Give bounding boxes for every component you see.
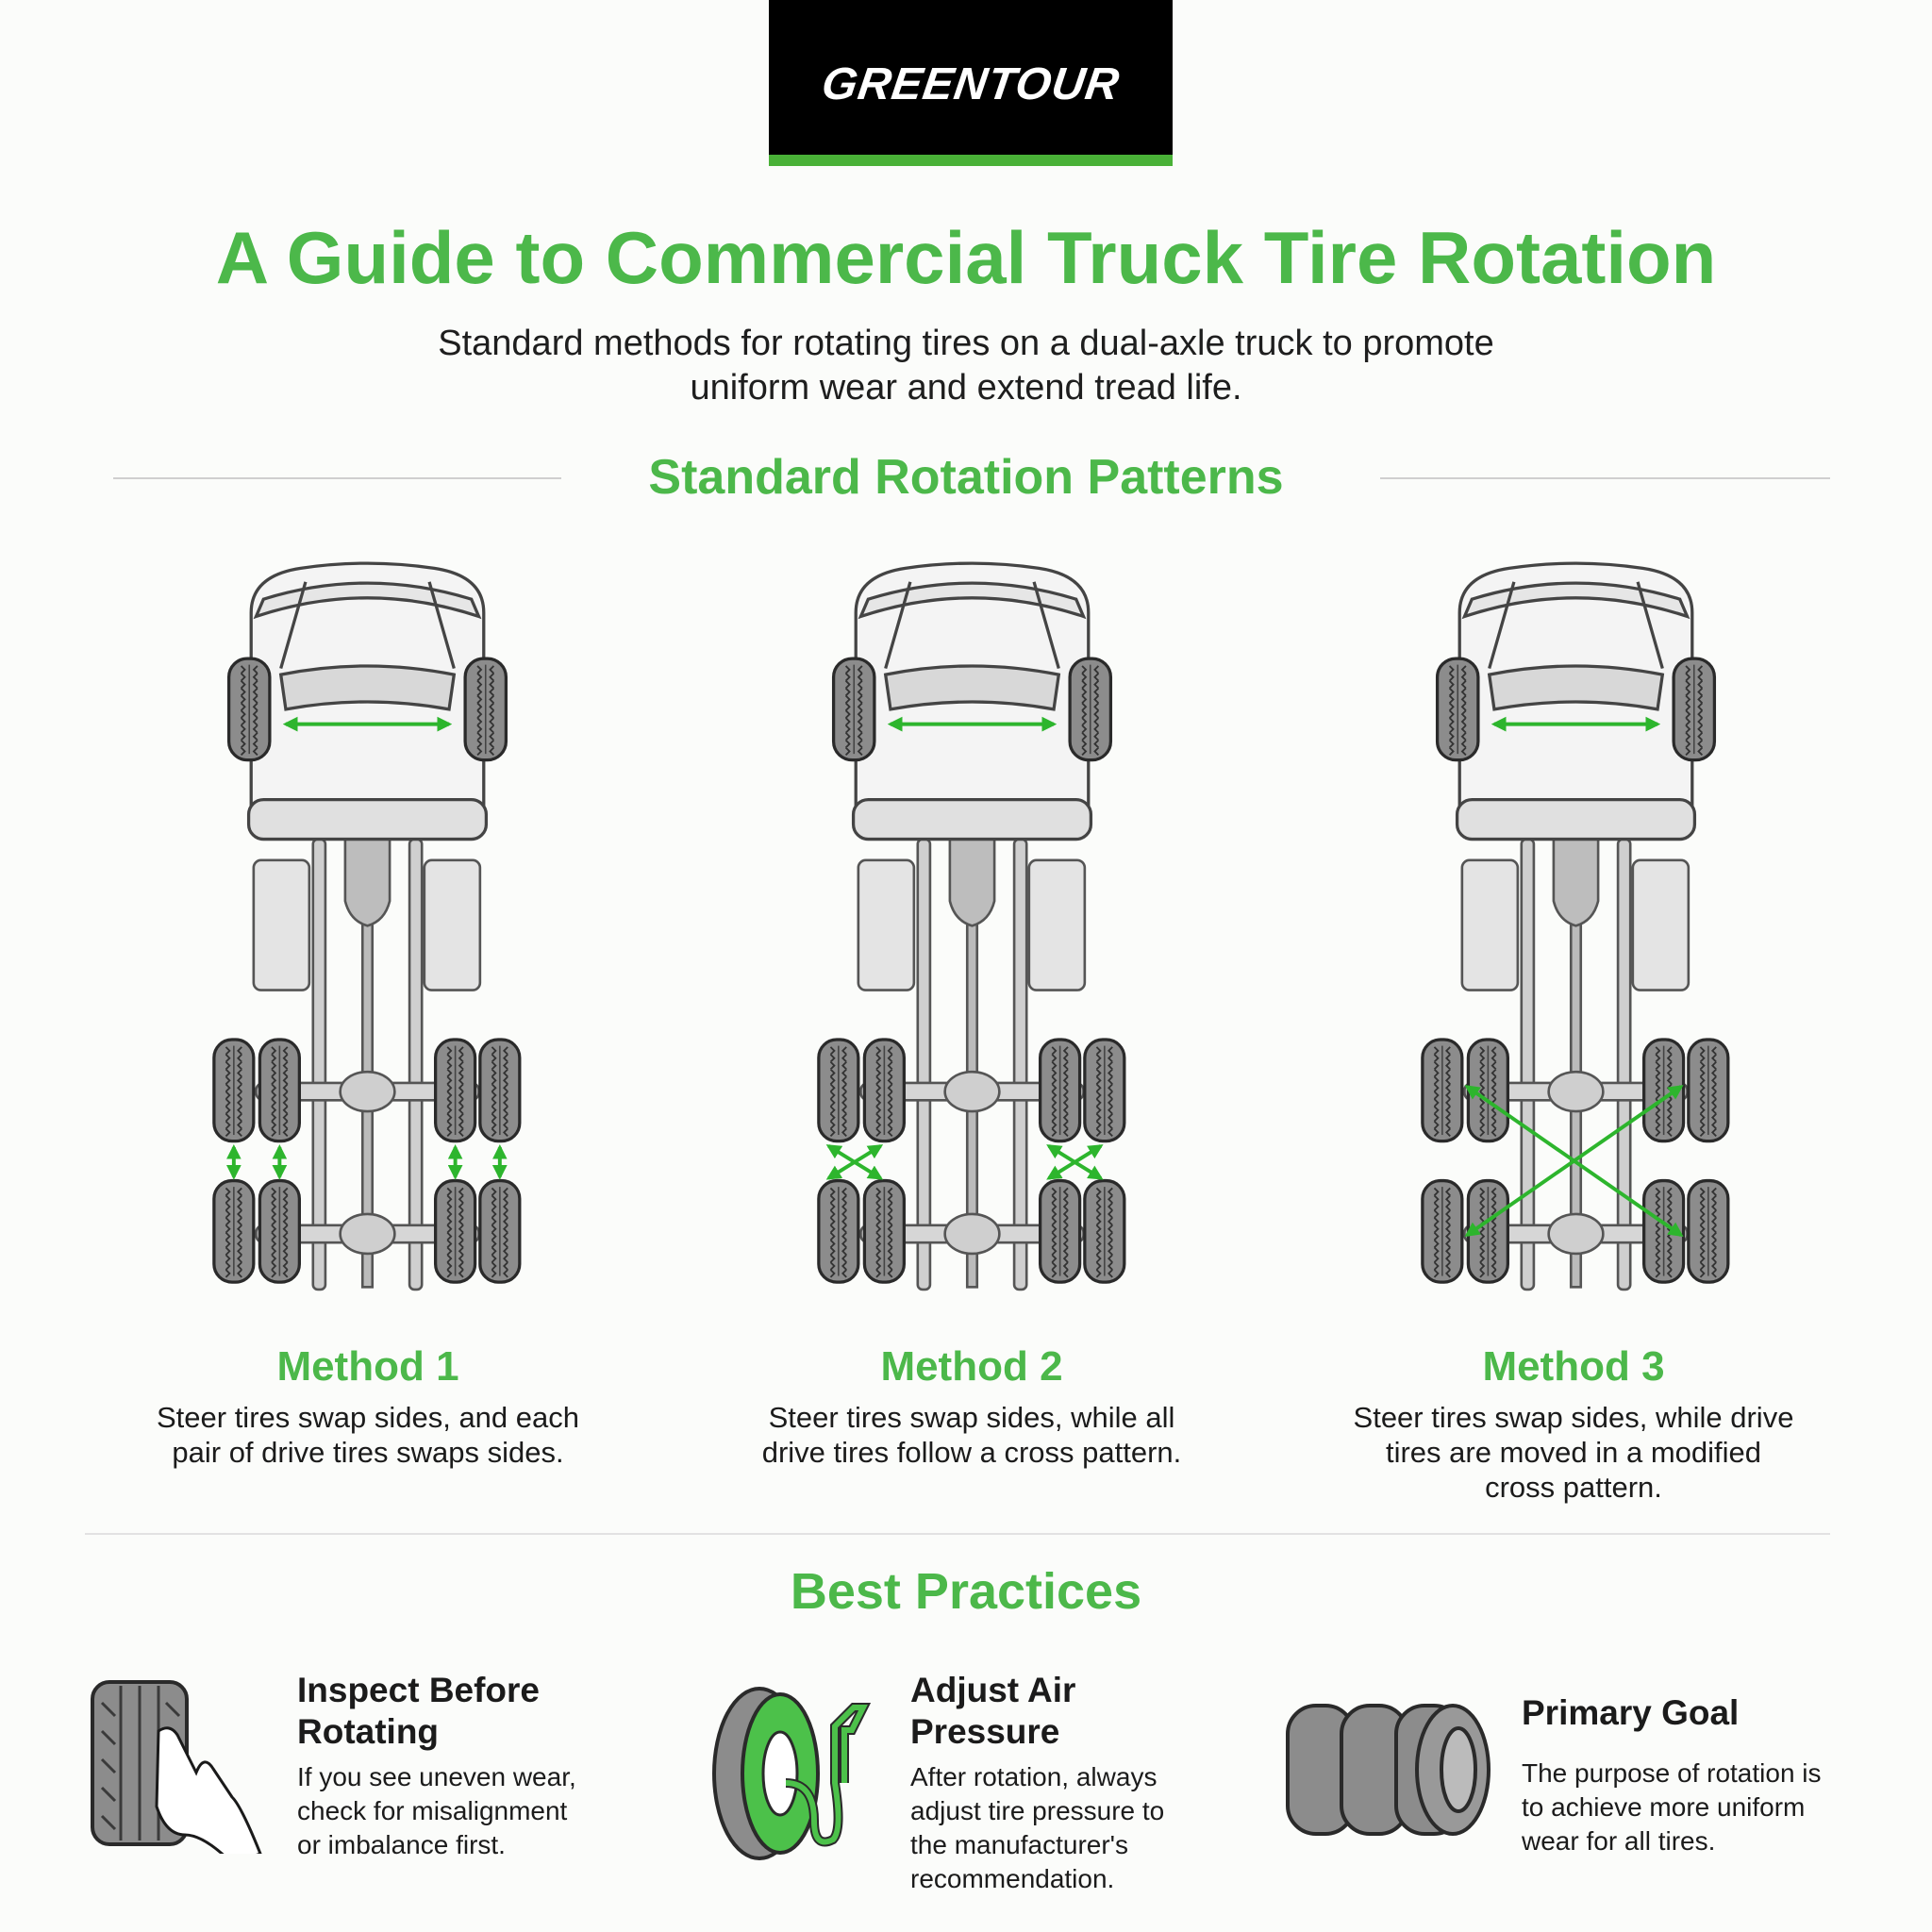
tire xyxy=(212,1038,256,1143)
method-2-title: Method 2 xyxy=(880,1343,1063,1390)
rotation-arrow xyxy=(825,1144,884,1180)
desc-line: Steer tires swap sides, while drive xyxy=(1353,1401,1794,1434)
desc-line: pair of drive tires swaps sides. xyxy=(172,1436,564,1469)
truck-chassis xyxy=(252,838,482,1291)
divider-right xyxy=(1380,477,1830,479)
tire xyxy=(1083,1038,1126,1143)
brand-logo: GREENTOUR xyxy=(769,0,1173,166)
tire xyxy=(831,657,876,762)
rotation-arrow xyxy=(1464,1085,1684,1238)
tire-air-gauge-icon xyxy=(712,1687,872,1860)
page-title: A Guide to Commercial Truck Tire Rotatio… xyxy=(215,216,1717,299)
logo-green-bar xyxy=(769,155,1173,166)
tire xyxy=(1687,1178,1730,1284)
tire xyxy=(1038,1038,1082,1143)
tire xyxy=(478,1178,522,1284)
section-heading-best-practices: Best Practices xyxy=(790,1563,1142,1620)
tire xyxy=(478,1038,522,1143)
tire xyxy=(862,1178,907,1284)
tire xyxy=(817,1038,860,1143)
method-1-title: Method 1 xyxy=(276,1343,459,1390)
method-3-desc: Steer tires swap sides, while drive tire… xyxy=(1272,1400,1875,1505)
bp-title: Primary Goal xyxy=(1522,1693,1740,1732)
tire xyxy=(1435,657,1480,762)
tire xyxy=(1687,1038,1730,1143)
subtitle-line-1: Standard methods for rotating tires on a… xyxy=(438,324,1494,363)
truck-diagram-method-1 xyxy=(212,561,522,1291)
tire xyxy=(1068,657,1113,762)
divider-left xyxy=(113,477,561,479)
truck-diagram-method-2 xyxy=(817,561,1126,1291)
desc-line: cross pattern. xyxy=(1485,1471,1662,1504)
tire xyxy=(258,1178,302,1284)
truck-diagram-method-3 xyxy=(1421,561,1730,1291)
tire-hand-icon xyxy=(91,1680,262,1854)
subtitle-line-2: uniform wear and extend tread life. xyxy=(690,368,1242,408)
tire-stack-icon xyxy=(1286,1704,1491,1836)
tire xyxy=(1421,1178,1464,1284)
method-3-title: Method 3 xyxy=(1482,1343,1665,1390)
tire xyxy=(433,1038,477,1143)
truck-cab xyxy=(246,561,489,841)
logo-text: GREENTOUR xyxy=(818,59,1124,109)
tire xyxy=(862,1038,907,1143)
section-heading-patterns: Standard Rotation Patterns xyxy=(648,450,1284,505)
desc-line: drive tires follow a cross pattern. xyxy=(761,1436,1182,1469)
tire xyxy=(1038,1178,1082,1284)
tire xyxy=(1672,657,1717,762)
tire xyxy=(1421,1038,1464,1143)
truck-cab xyxy=(1455,561,1697,841)
tire xyxy=(433,1178,477,1284)
desc-line: Steer tires swap sides, while all xyxy=(768,1401,1175,1434)
tire xyxy=(212,1178,256,1284)
bp-desc: If you see uneven wear,check for misalig… xyxy=(297,1762,576,1859)
method-1-desc: Steer tires swap sides, and each pair of… xyxy=(66,1400,670,1470)
tire xyxy=(226,657,272,762)
rotation-arrow xyxy=(1046,1144,1104,1180)
tire xyxy=(258,1038,302,1143)
method-2-desc: Steer tires swap sides, while all drive … xyxy=(670,1400,1274,1470)
tire xyxy=(463,657,508,762)
truck-cab xyxy=(851,561,1093,841)
tire xyxy=(1083,1178,1126,1284)
tire xyxy=(817,1178,860,1284)
desc-line: Steer tires swap sides, and each xyxy=(156,1401,580,1434)
desc-line: tires are moved in a modified xyxy=(1385,1436,1762,1469)
section-divider xyxy=(85,1533,1830,1535)
